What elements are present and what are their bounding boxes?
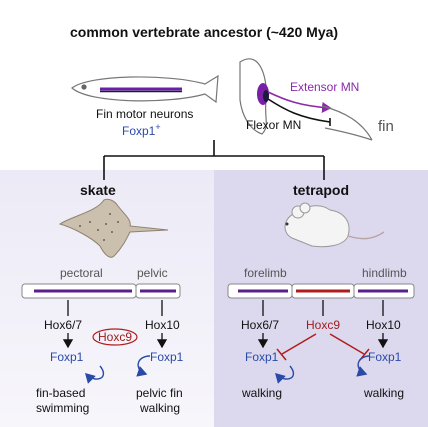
- skate-hox10-label: Hox10: [145, 318, 180, 332]
- fin-label: fin: [378, 118, 394, 135]
- phylogeny-tree: [103, 140, 325, 180]
- foxp1-plus-label: Foxp1+: [122, 122, 161, 138]
- tetrapod-hoxc9-label: Hoxc9: [306, 318, 341, 332]
- skate-foxp1-left: Foxp1: [50, 350, 84, 364]
- flexor-mn-label: Flexor MN: [246, 118, 302, 132]
- tetrapod-foxp1-left: Foxp1: [245, 350, 279, 364]
- hindlimb-label: hindlimb: [362, 266, 407, 280]
- spinal-cord-section: [239, 58, 373, 141]
- tetrapod-arrows: [257, 300, 389, 384]
- diagram-title: common vertebrate ancestor (~420 Mya): [70, 24, 339, 40]
- skate-outcome-right-line1: pelvic fin: [136, 386, 183, 400]
- tetrapod-hox10-label: Hox10: [366, 318, 401, 332]
- pectoral-label: pectoral: [60, 266, 103, 280]
- forelimb-label: forelimb: [244, 266, 287, 280]
- foxp1-text: Foxp1: [122, 124, 156, 138]
- tetrapod-hox67-label: Hox6/7: [241, 318, 280, 332]
- tetrapod-foxp1-right: Foxp1: [368, 350, 402, 364]
- skate-hoxc9-label: Hoxc9: [98, 330, 133, 344]
- tetrapod-heading: tetrapod: [293, 182, 349, 198]
- skate-foxp1-right: Foxp1: [150, 350, 184, 364]
- extensor-mn-label: Extensor MN: [290, 80, 360, 94]
- skate-heading: skate: [80, 182, 116, 198]
- skate-illustration: [58, 198, 169, 258]
- tetrapod-motor-column: [227, 283, 415, 299]
- tetrapod-outcome-right: walking: [364, 386, 405, 400]
- skate-outcome-right-line2: walking: [140, 401, 181, 415]
- ancestor-fish: [71, 74, 219, 104]
- pelvic-label: pelvic: [137, 266, 168, 280]
- tetrapod-outcome-left: walking: [242, 386, 283, 400]
- skate-motor-column: [21, 283, 181, 299]
- fin-motor-neurons-label: Fin motor neurons: [96, 107, 194, 121]
- skate-hox67-label: Hox6/7: [44, 318, 83, 332]
- skate-arrows: [62, 300, 168, 384]
- skate-outcome-left-line2: swimming: [36, 401, 90, 415]
- mouse-illustration: [284, 202, 385, 248]
- skate-outcome-left-line1: fin-based: [36, 386, 86, 400]
- plus-superscript: +: [155, 122, 161, 132]
